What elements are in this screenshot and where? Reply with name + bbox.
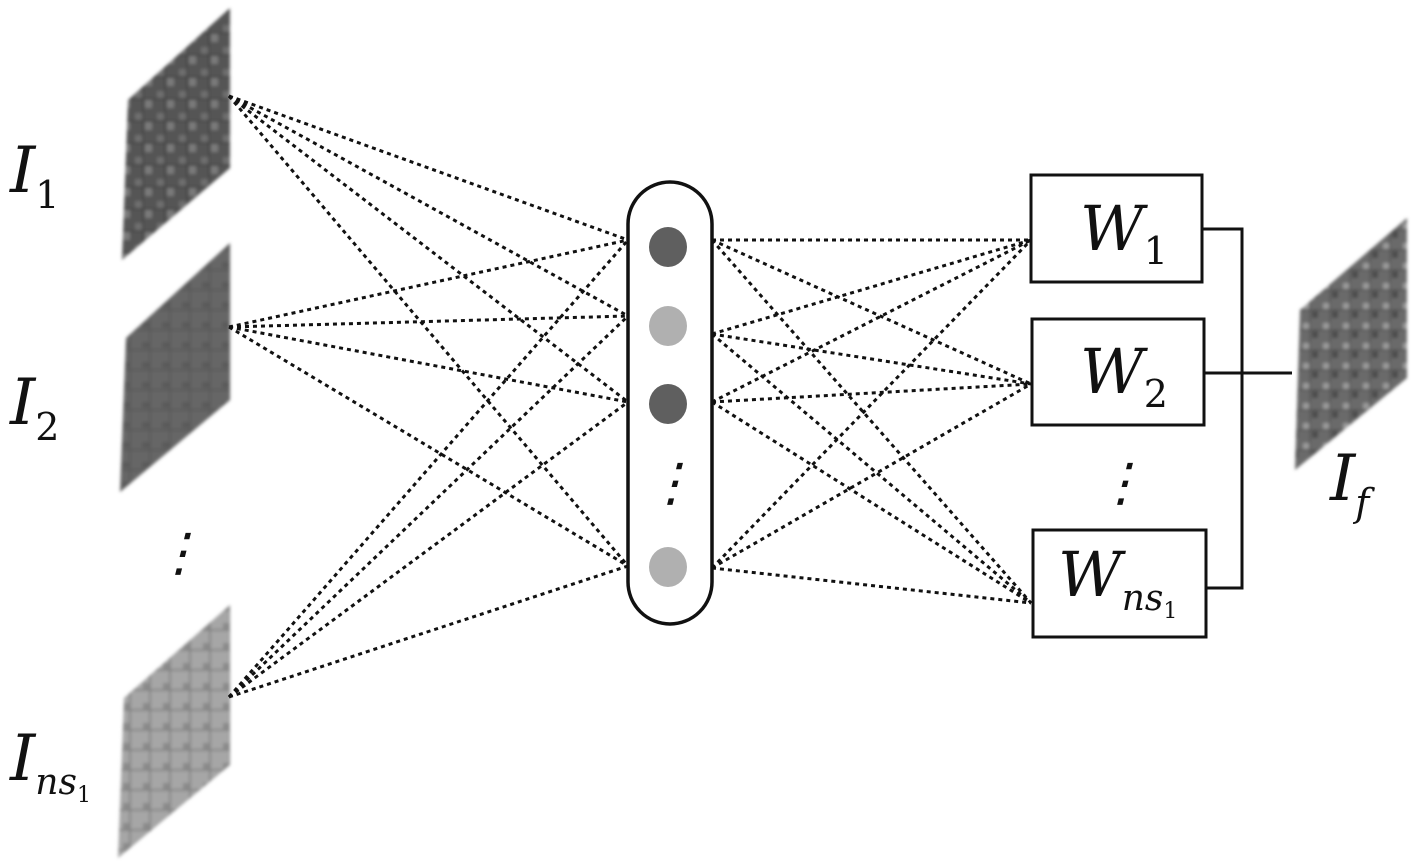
input-image-2 xyxy=(120,243,230,492)
edge-input1-node2 xyxy=(228,94,629,318)
weight-box-ns1 xyxy=(1031,528,1208,639)
edge-input2-node3 xyxy=(228,325,629,404)
hidden-node-1 xyxy=(649,227,687,267)
edge-node4-weight2 xyxy=(711,382,1032,570)
edge-input2-node2 xyxy=(228,314,629,329)
weight-label-ns1: Wns1 xyxy=(1058,538,1177,624)
edge-input3-node2 xyxy=(227,314,630,699)
weight-label-1: W1 xyxy=(1080,192,1168,273)
edge-node4-weight1 xyxy=(710,238,1033,570)
weight-box-1 xyxy=(1029,173,1204,284)
weights-ellipsis: ⋮ xyxy=(1095,453,1147,513)
edge-input3-node3 xyxy=(228,400,629,699)
edge-node3-weight1 xyxy=(711,238,1032,404)
input-label-ns1: Ins1 xyxy=(9,722,91,808)
hidden-node-2 xyxy=(649,306,687,346)
hidden-node-4 xyxy=(649,547,687,587)
edge-input3-node1 xyxy=(227,239,630,698)
weight-label-2: W2 xyxy=(1080,335,1168,416)
edge-node3-weight2 xyxy=(711,382,1032,404)
output-combiner xyxy=(1202,227,1292,590)
hidden-ellipsis: ⋮ xyxy=(645,453,697,513)
input-label-1: I1 xyxy=(9,134,59,217)
output-image xyxy=(1295,218,1407,470)
edge-input1-node4 xyxy=(227,95,630,567)
edge-input2-node4 xyxy=(228,325,629,568)
edge-node3-weight3 xyxy=(711,400,1032,605)
hidden-node-3 xyxy=(649,384,687,424)
edge-input1-node3 xyxy=(228,94,629,404)
edge-input1-node1 xyxy=(228,94,629,242)
input-label-2: I2 xyxy=(9,366,59,449)
edge-node1-weight2 xyxy=(711,238,1032,386)
inputs-ellipsis: ⋮ xyxy=(153,523,205,583)
edge-node2-weight2 xyxy=(711,332,1032,386)
connection-lines xyxy=(227,94,1033,699)
input-image-ns1 xyxy=(118,605,230,858)
edge-input3-node4 xyxy=(228,564,629,699)
edge-node2-weight3 xyxy=(711,332,1032,605)
input-image-1 xyxy=(122,8,230,260)
edge-node4-weight3 xyxy=(711,566,1032,605)
hidden-nodes xyxy=(649,227,687,587)
output-label: If xyxy=(1329,442,1375,525)
edge-node1-weight3 xyxy=(710,239,1033,604)
